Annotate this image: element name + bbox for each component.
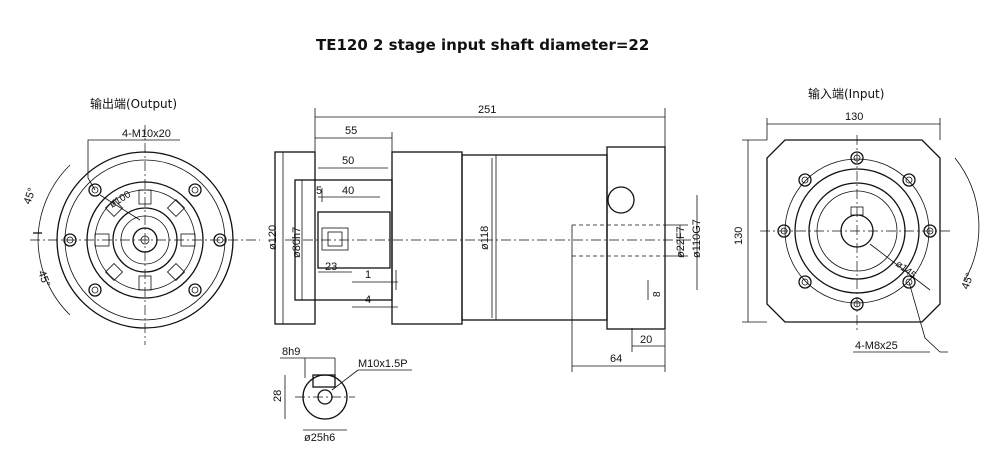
output-shaft-ring	[120, 215, 170, 265]
drawing-title: TE120 2 stage input shaft diameter=22	[316, 36, 649, 54]
input-bolt-leader	[908, 281, 948, 353]
output-housing-ring	[86, 181, 204, 299]
input-pcd-circle	[784, 158, 930, 304]
output-angle-arc-top	[37, 164, 71, 241]
side-housing-front	[391, 151, 463, 325]
input-pilot-ring	[808, 182, 906, 280]
input-square-flange	[766, 139, 941, 323]
input-view-label: 输入端(Input)	[808, 86, 884, 101]
dim-pilot: ø80h7	[291, 227, 303, 258]
side-output-shaft	[317, 211, 391, 269]
shaft-detail: 8h9 M10x1.5P 28 ø25h6	[272, 346, 412, 444]
output-shaft-bore	[132, 227, 158, 253]
output-pcd-leader	[99, 194, 141, 221]
input-angle-arc	[954, 157, 980, 281]
dim-key-width: 8h9	[282, 346, 300, 358]
output-housing-slots	[94, 189, 196, 291]
dim-shaft-key-length: 50	[342, 155, 354, 167]
output-angle-bottom: 45°	[35, 269, 52, 289]
dim-key-height: 28	[272, 390, 284, 402]
input-pilot-outer	[794, 168, 920, 294]
dim-housing: ø118	[479, 226, 491, 250]
input-end-view: 输入端(Input) 130 130	[733, 86, 980, 353]
output-bolt-callout: 4-M10x20	[122, 128, 171, 140]
detail-key-slot	[312, 374, 336, 388]
dim-flange-thk: 8	[652, 291, 663, 297]
side-view: 251 55 50 5 40 ø120 ø80	[267, 104, 703, 372]
output-angle-arc-bottom	[37, 239, 71, 316]
detail-thread-leader	[331, 369, 359, 391]
input-bolt-holes	[777, 151, 937, 311]
side-output-key	[321, 227, 349, 251]
dim-shaft-total: 55	[345, 125, 357, 137]
output-bolt-holes	[63, 183, 227, 297]
output-angle-top: 45°	[22, 186, 39, 206]
dim-key-length: 40	[342, 185, 354, 197]
dim-shoulder: 23	[325, 261, 337, 273]
dim-input-width: 130	[845, 111, 863, 123]
output-flange-inner-ring	[64, 159, 226, 321]
input-pcd-leader	[869, 243, 931, 291]
dim-thread: M10x1.5P	[358, 358, 408, 370]
output-view-label: 输出端(Output)	[90, 96, 177, 111]
side-input-flange	[606, 146, 666, 330]
output-pilot-ring	[112, 207, 178, 273]
dim-body-outer: ø120	[267, 225, 279, 250]
input-keyway	[850, 206, 864, 216]
dim-input-shaft: ø22F7	[675, 226, 687, 258]
dim-step-small: 1	[365, 269, 371, 281]
dim-key-offset: 5	[316, 185, 322, 197]
dim-input-height: 130	[733, 227, 745, 245]
input-bolt-callout: 4-M8x25	[855, 340, 898, 352]
side-input-port	[607, 186, 635, 214]
dim-step-flange: 4	[365, 294, 371, 306]
output-end-view: 输出端(Output)	[22, 96, 260, 345]
side-output-flange	[274, 151, 316, 325]
dim-input-pilot: ø110G7	[691, 219, 703, 258]
output-bolt-leader	[87, 139, 118, 191]
side-output-key-inner	[327, 231, 343, 247]
input-pilot-inner	[816, 190, 898, 272]
dim-overall-length: 251	[478, 104, 496, 116]
dim-input-depth: 20	[640, 334, 652, 346]
dim-input-shaft-len: 64	[610, 353, 622, 365]
output-center-hole	[140, 235, 150, 245]
dim-shaft-dia: ø25h6	[304, 432, 335, 444]
input-angle: 45°	[960, 271, 977, 291]
output-flange-outer	[56, 151, 234, 329]
